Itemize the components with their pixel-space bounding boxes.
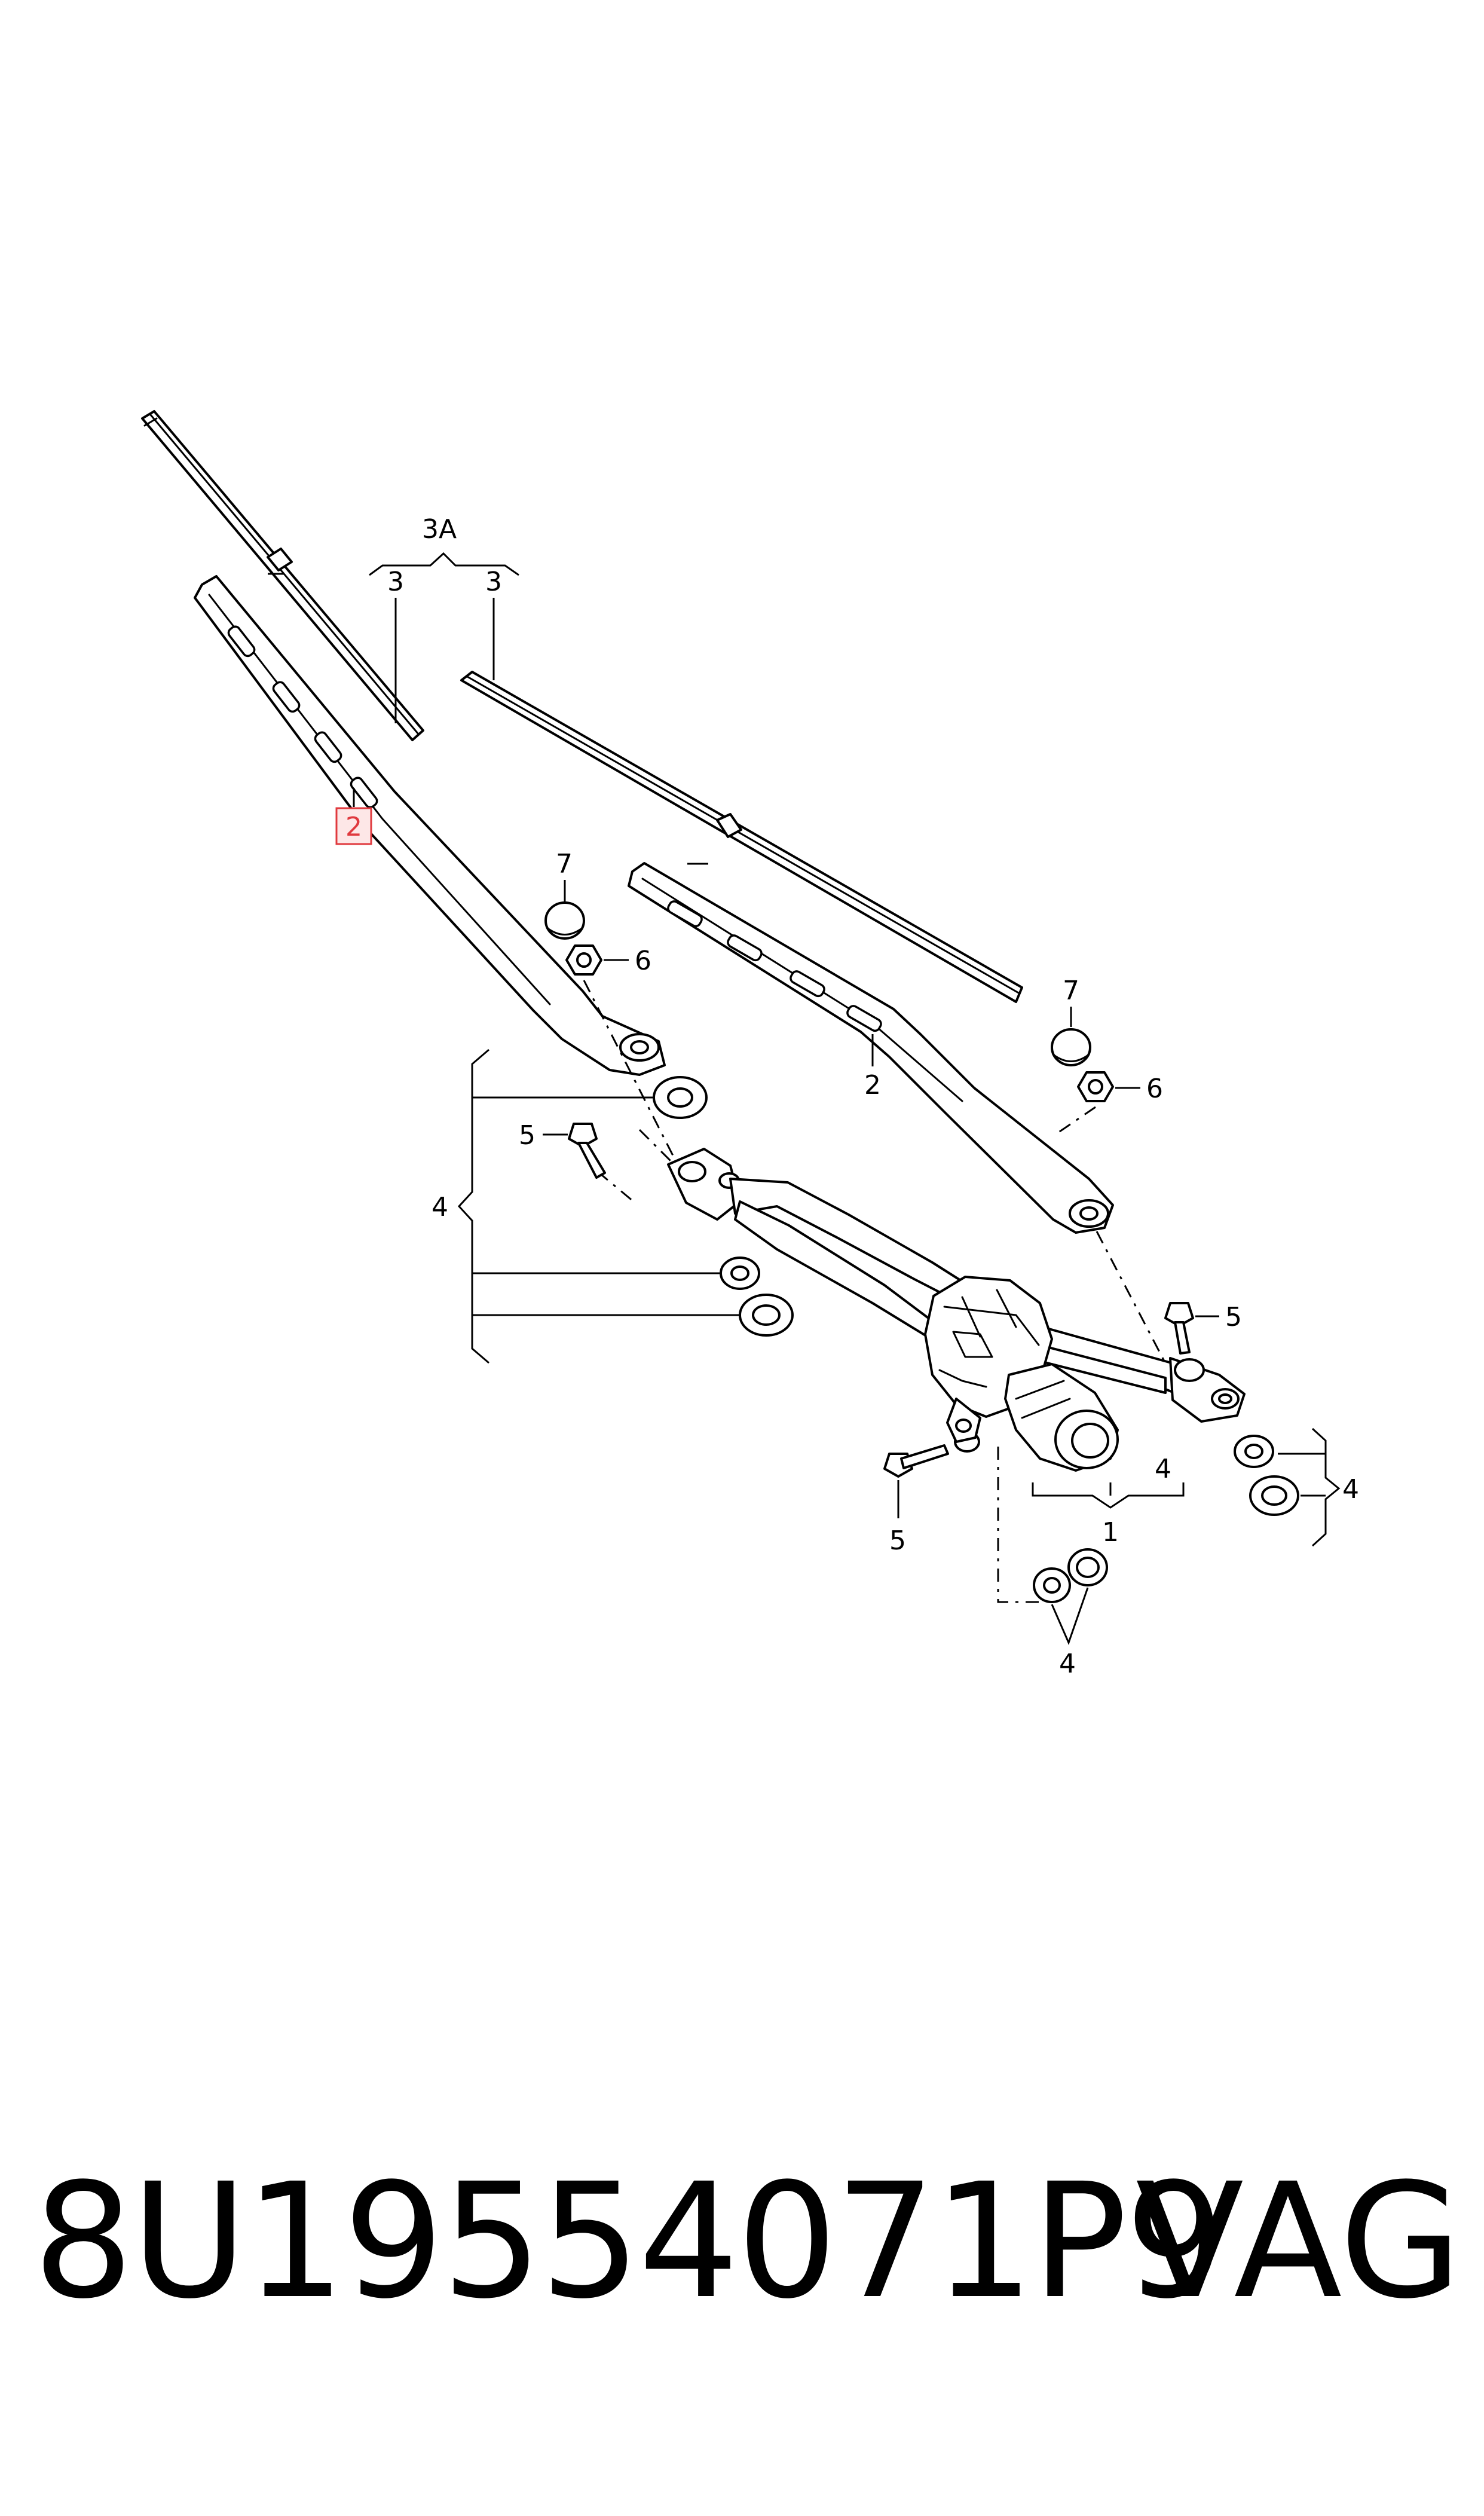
- grommet-left-top: [653, 1076, 708, 1119]
- callout-4-mid: 4: [1155, 1454, 1171, 1484]
- wiper-arm-left: [194, 575, 666, 1076]
- callout-6-left: 6: [635, 946, 651, 976]
- grommet-left-bottom: [739, 1294, 794, 1337]
- wiper-blade-right: [460, 671, 1023, 1003]
- wiper-motor: [924, 1276, 1119, 1472]
- callout-6-right: 6: [1146, 1074, 1163, 1104]
- grommet-motor-a: [1033, 1567, 1071, 1603]
- nut-left: [565, 944, 602, 976]
- grommet-motor-b: [1067, 1548, 1108, 1586]
- bolt-right: [1164, 1302, 1194, 1355]
- callout-1: 1: [1102, 1517, 1119, 1548]
- callout-5-bottom: 5: [889, 1526, 906, 1556]
- callout-3-left: 3: [387, 567, 404, 597]
- wiper-linkage-frame: [667, 1148, 1246, 1423]
- callout-2-left: 2: [345, 812, 362, 842]
- part-number: 8U19554071P9: [33, 2150, 1226, 2334]
- callout-7-left: 7: [556, 849, 573, 879]
- bolt-left: [568, 1123, 606, 1179]
- cap-left: [544, 901, 585, 940]
- grommet-right-bottom: [1249, 1475, 1299, 1516]
- grommet-right-top: [1234, 1435, 1274, 1468]
- callout-2-left-highlight: [335, 807, 372, 845]
- wiper-blade-left: [141, 410, 424, 741]
- callout-2-right: 2: [864, 1070, 881, 1100]
- footer: 8U19554071P9 VAG: [0, 2143, 1484, 2340]
- wiper-arm-right: [628, 862, 1114, 1234]
- brand-name: VAG: [1136, 2150, 1462, 2334]
- nut-right: [1077, 1071, 1114, 1102]
- callout-5-left: 5: [519, 1120, 536, 1151]
- leader-lines: [268, 552, 1341, 1646]
- grommet-left-mid: [720, 1257, 760, 1290]
- cap-right: [1051, 1028, 1091, 1066]
- callout-labels: 3A 3 3 2 2 7 6 7 6 5 4 5 4 1 4 5 4: [335, 514, 1359, 1679]
- callout-3-right: 3: [485, 567, 502, 597]
- callout-4-right: 4: [1342, 1474, 1359, 1505]
- callout-7-right: 7: [1063, 976, 1079, 1006]
- callout-5-right: 5: [1225, 1302, 1242, 1332]
- callout-3a: 3A: [422, 514, 457, 545]
- callout-4-bottom: 4: [1059, 1649, 1076, 1679]
- callout-4-left: 4: [432, 1192, 448, 1222]
- assembly-axes: [583, 980, 1173, 1603]
